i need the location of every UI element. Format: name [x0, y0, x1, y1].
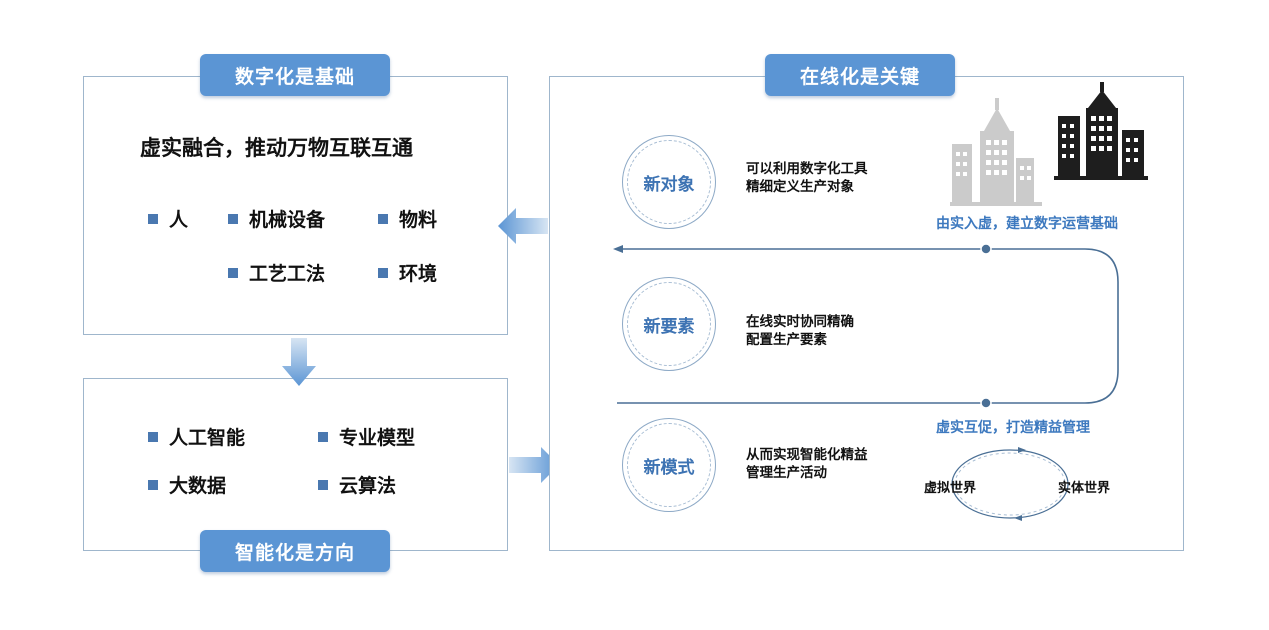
online-tag: 在线化是关键: [765, 54, 955, 96]
loop-label-bottom: 虚实互促，打造精益管理: [936, 420, 1090, 436]
bullet-square-icon: [228, 213, 238, 224]
city-buildings-icon: [950, 82, 1148, 206]
list-item-models: 专业模型: [318, 423, 415, 450]
list-item-environment: 环境: [378, 259, 437, 286]
bullet-square-icon: [318, 431, 328, 442]
list-item-bigdata: 大数据: [148, 471, 226, 498]
physical-world-label: 实体世界: [1058, 481, 1111, 496]
digitalization-panel: [83, 76, 508, 335]
desc-new-mode: 从而实现智能化精益 管理生产活动: [746, 447, 868, 481]
arrow-right-icon: [509, 447, 559, 483]
list-item-process: 工艺工法: [228, 259, 325, 286]
desc-new-element: 在线实时协同精确 配置生产要素: [746, 314, 854, 348]
bullet-square-icon: [228, 267, 238, 278]
digitalization-tag: 数字化是基础: [200, 54, 390, 96]
circle-new-element: 新要素: [622, 277, 716, 371]
circle-new-object: 新对象: [622, 135, 716, 229]
list-item-machinery: 机械设备: [228, 205, 325, 232]
bullet-square-icon: [148, 479, 158, 490]
intelligence-tag: 智能化是方向: [200, 530, 390, 572]
bullet-square-icon: [148, 431, 158, 442]
circle-new-mode: 新模式: [622, 418, 716, 512]
list-item-ai: 人工智能: [148, 423, 245, 450]
virtual-world-label: 虚拟世界: [924, 481, 977, 496]
loop-label-top: 由实入虚，建立数字运营基础: [936, 216, 1118, 232]
cycle-ellipse-icon: [951, 447, 1069, 521]
digitalization-title: 虚实融合，推动万物互联互通: [140, 136, 413, 160]
list-item-cloud: 云算法: [318, 471, 396, 498]
intelligence-panel: [83, 378, 508, 551]
bullet-square-icon: [318, 479, 328, 490]
bullet-square-icon: [148, 213, 158, 224]
desc-new-object: 可以利用数字化工具 精细定义生产对象: [746, 161, 868, 195]
arrow-left-icon: [498, 208, 548, 244]
arrow-down-icon: [282, 338, 316, 386]
list-item-materials: 物料: [378, 205, 437, 232]
list-item-person: 人: [148, 205, 188, 232]
bullet-square-icon: [378, 213, 388, 224]
bullet-square-icon: [378, 267, 388, 278]
